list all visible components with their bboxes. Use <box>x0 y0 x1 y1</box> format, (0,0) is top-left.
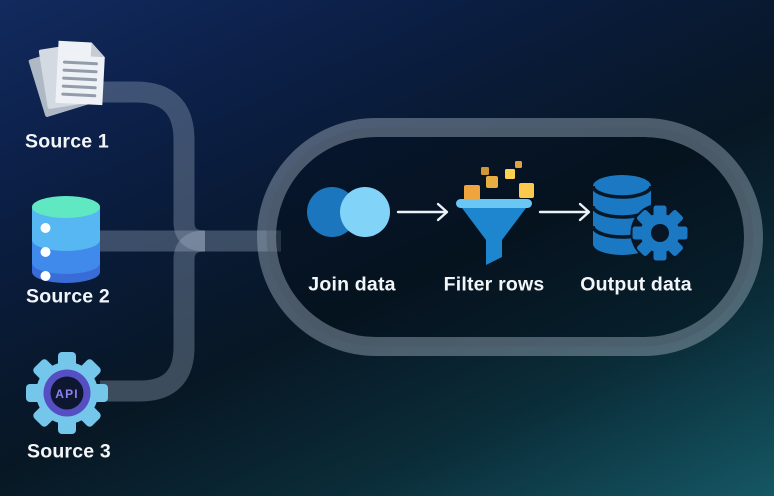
funnel-icon <box>456 161 534 265</box>
source1-label: Source 1 <box>25 130 109 153</box>
api-badge-text: API <box>55 387 79 401</box>
source3-label: Source 3 <box>27 440 111 463</box>
database-icon <box>32 196 100 283</box>
processing-gear <box>630 203 690 263</box>
source3-pipe <box>100 230 206 402</box>
source1-pipe <box>100 81 206 252</box>
database-gear-icon <box>591 175 690 263</box>
filter-rows-label: Filter rows <box>443 273 545 296</box>
arrow-right-icon <box>396 202 449 222</box>
pipe-network <box>90 81 281 402</box>
api-gear-icon: API <box>26 352 108 434</box>
documents-icon <box>28 40 105 117</box>
join-data-label: Join data <box>308 273 396 296</box>
funnel-data-blocks <box>464 161 534 201</box>
database-dots <box>40 223 51 281</box>
document-text-lines <box>61 60 98 98</box>
join-circles-icon <box>307 187 390 237</box>
source2-label: Source 2 <box>26 285 110 308</box>
arrow-right-icon <box>538 202 591 222</box>
output-data-label: Output data <box>580 273 692 296</box>
